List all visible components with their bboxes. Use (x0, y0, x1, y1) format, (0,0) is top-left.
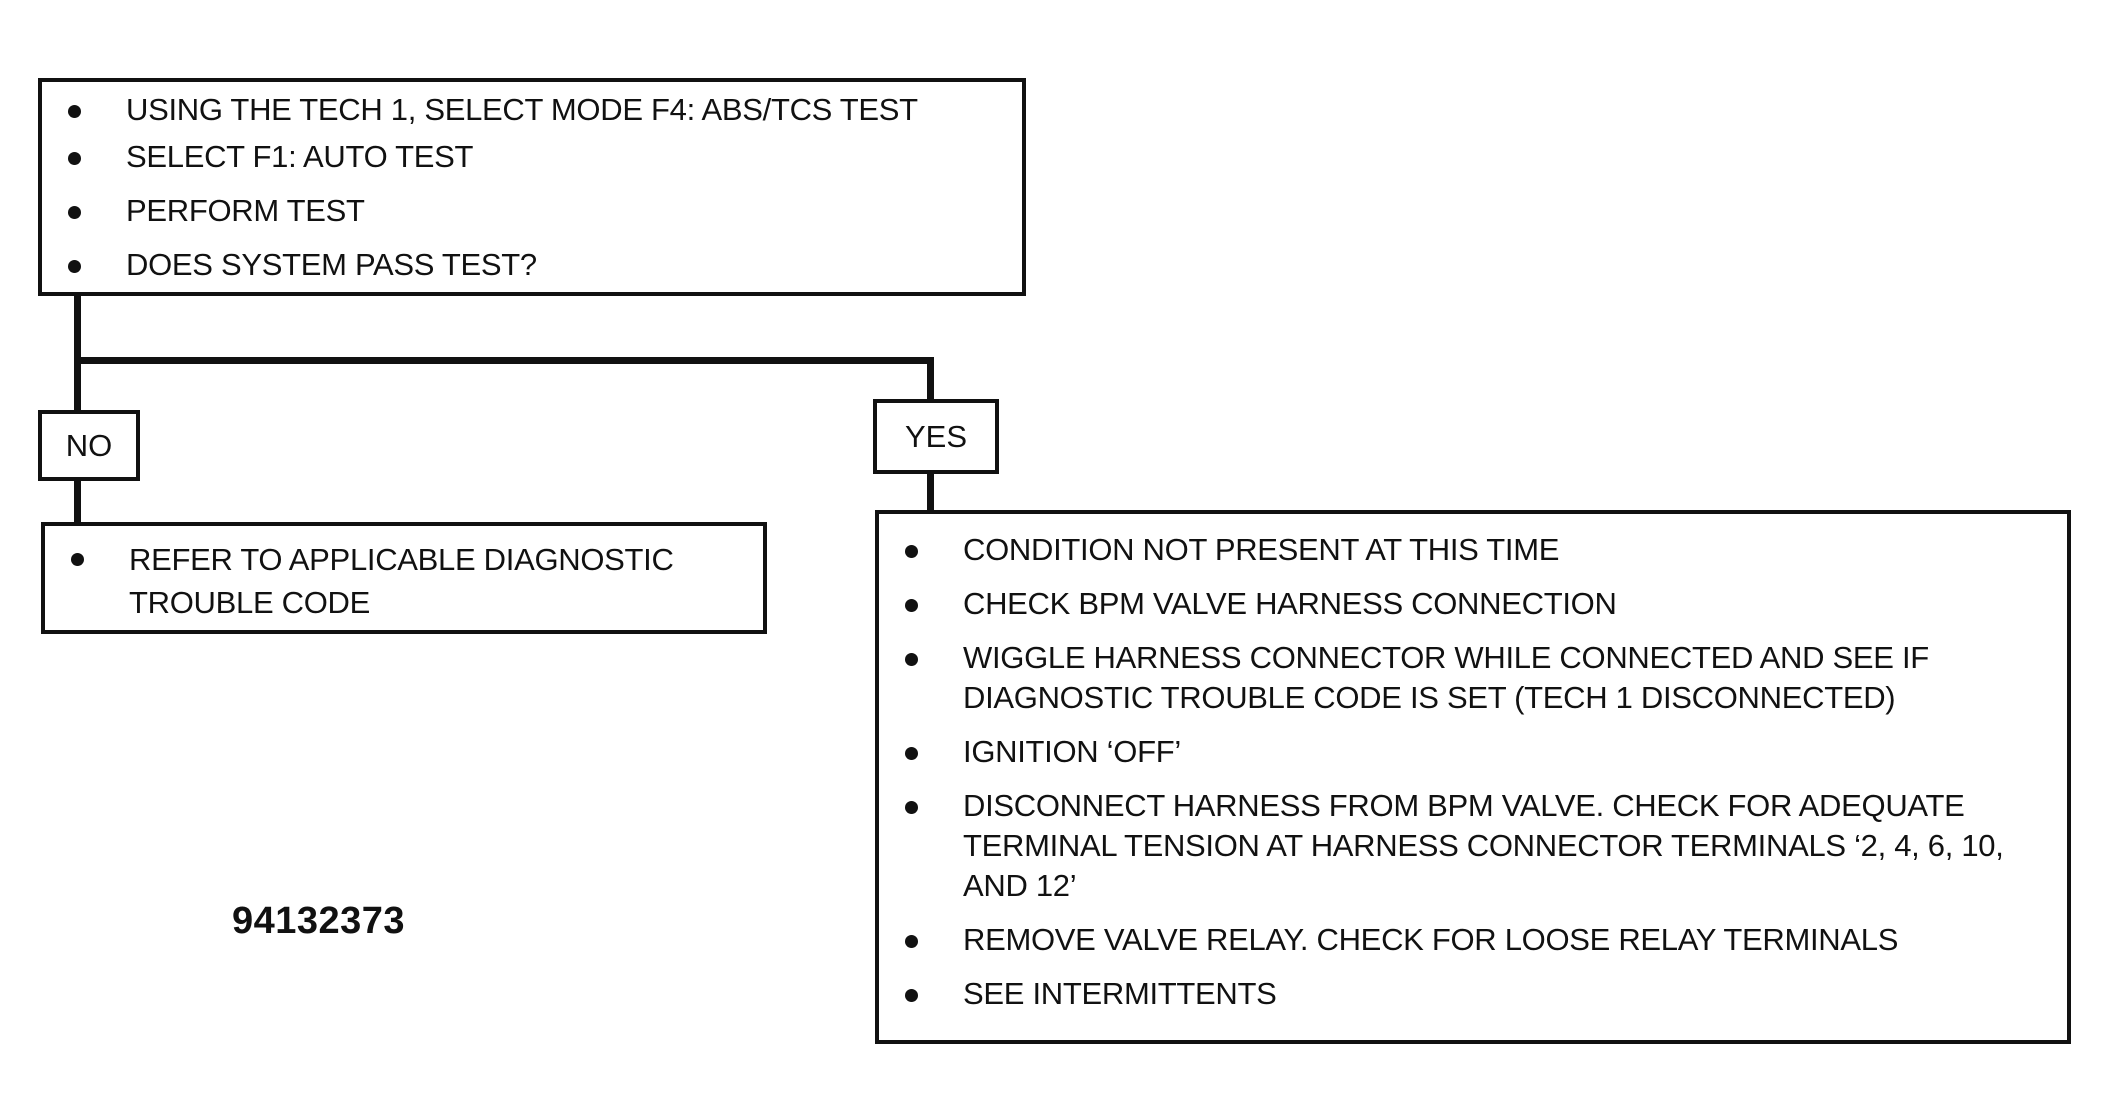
connector-horizontal-split (74, 357, 934, 364)
no-action-item: REFER TO APPLICABLE DIAGNOSTIC TROUBLE C… (45, 538, 723, 624)
yes-label-box: YES (873, 399, 999, 474)
yes-action-item: WIGGLE HARNESS CONNECTOR WHILE CONNECTED… (879, 638, 2043, 718)
yes-action-box: CONDITION NOT PRESENT AT THIS TIME CHECK… (875, 510, 2071, 1044)
yes-label: YES (904, 418, 968, 454)
question-item: DOES SYSTEM PASS TEST? (42, 245, 1022, 285)
yes-action-item: SEE INTERMITTENTS (879, 974, 2043, 1014)
question-item: USING THE TECH 1, SELECT MODE F4: ABS/TC… (42, 90, 1022, 130)
question-item: SELECT F1: AUTO TEST (42, 137, 1022, 177)
question-list: USING THE TECH 1, SELECT MODE F4: ABS/TC… (42, 90, 1022, 285)
question-item: PERFORM TEST (42, 191, 1022, 231)
yes-action-item: IGNITION ‘OFF’ (879, 732, 2043, 772)
connector-trunk-from-question (74, 295, 81, 437)
yes-action-item: REMOVE VALVE RELAY. CHECK FOR LOOSE RELA… (879, 920, 2043, 960)
connector-yes-to-action (927, 472, 934, 524)
yes-action-item: CONDITION NOT PRESENT AT THIS TIME (879, 530, 2043, 570)
question-box: USING THE TECH 1, SELECT MODE F4: ABS/TC… (38, 78, 1026, 296)
yes-action-list: CONDITION NOT PRESENT AT THIS TIME CHECK… (879, 530, 2043, 1014)
yes-action-item: DISCONNECT HARNESS FROM BPM VALVE. CHECK… (879, 786, 2043, 906)
figure-number: 94132373 (232, 900, 406, 942)
connector-yes-drop (927, 357, 934, 403)
no-label: NO (65, 427, 113, 463)
no-action-list: REFER TO APPLICABLE DIAGNOSTIC TROUBLE C… (45, 538, 723, 624)
no-action-box: REFER TO APPLICABLE DIAGNOSTIC TROUBLE C… (41, 522, 767, 634)
connector-no-to-action (74, 480, 81, 530)
yes-action-item: CHECK BPM VALVE HARNESS CONNECTION (879, 584, 2043, 624)
no-label-box: NO (38, 410, 140, 481)
